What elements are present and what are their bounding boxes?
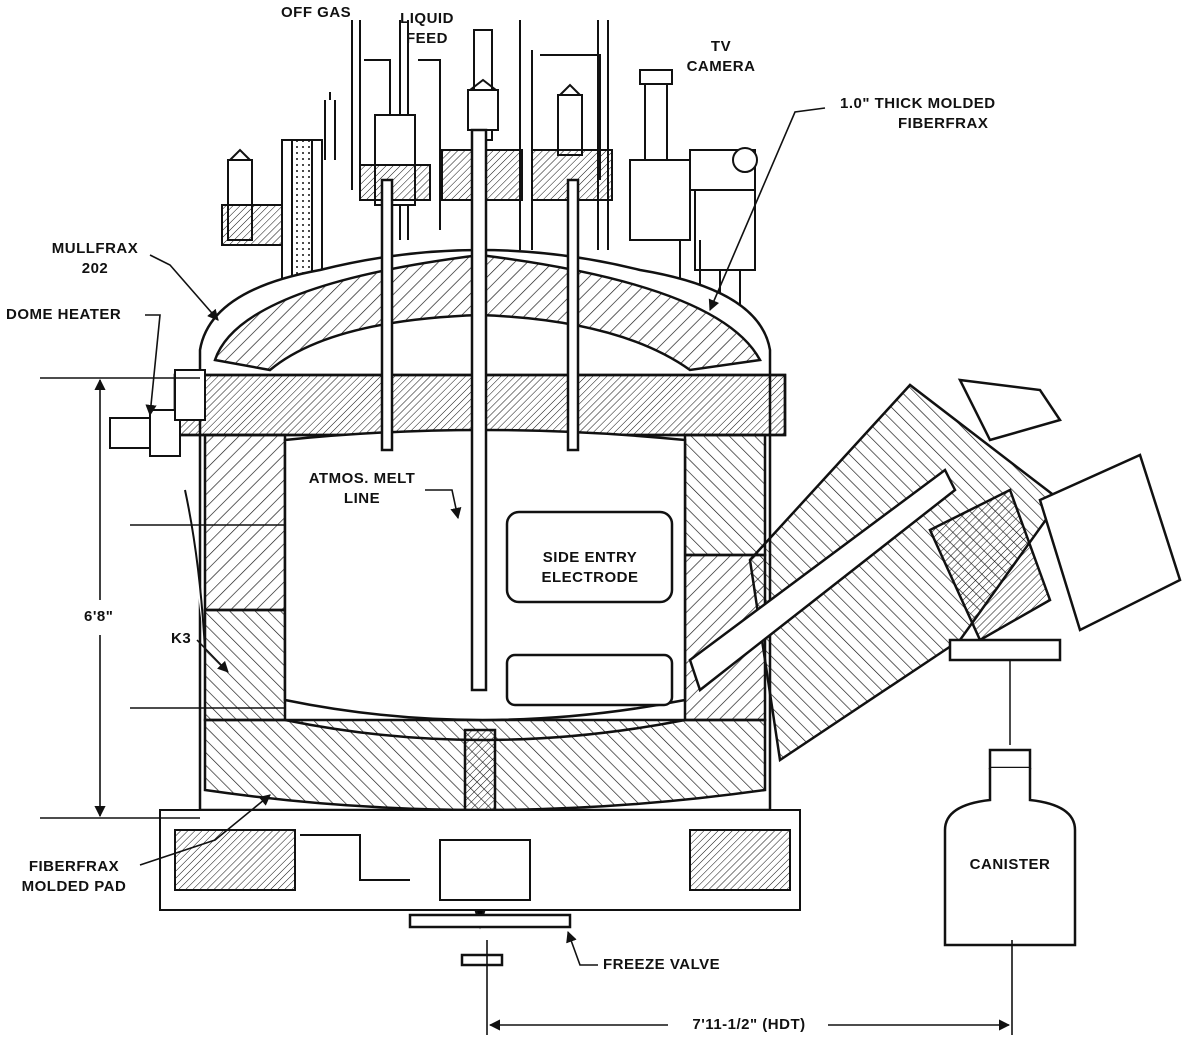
label-tv-camera-line2: CAMERA [686,58,756,75]
leader-lines [139,107,826,966]
label-liquid-feed-line1: LIQUID [400,10,454,27]
label-tv-camera-line1: TV [710,38,732,55]
canister [943,748,1077,947]
label-side-electrode-line1: SIDE ENTRY [542,549,638,566]
label-melt-line-line2: LINE [343,490,381,507]
label-fiberfrax-pad-line2: MOLDED PAD [21,878,127,895]
label-mullfrax-line1: MULLFRAX [51,240,139,257]
label-height-dimension: 6'8" [84,608,114,626]
label-dome-heater: DOME HEATER [6,306,122,323]
label-fiberfrax-thick-line1: 1.0" THICK MOLDED [840,95,996,112]
label-freeze-valve: FREEZE VALVE [603,956,721,973]
label-fiberfrax-pad-line1: FIBERFRAX [28,858,120,875]
label-k3: K3 [171,630,192,647]
dome-heater-hardware [109,369,206,651]
label-liquid-feed-line2: FEED [405,30,448,47]
label-off-gas: OFF GAS [281,4,352,21]
label-width-dimension: 7'11-1/2" (HDT) [672,1016,826,1034]
label-canister: CANISTER [969,856,1051,873]
pour-spout-assembly [688,378,1182,763]
label-melt-line-line1: ATMOS. MELT [308,470,416,487]
tv-camera-assembly [629,69,758,320]
dimension-lines [40,377,1013,1035]
label-mullfrax-line2: 202 [81,260,109,277]
label-fiberfrax-thick-line2: FIBERFRAX [898,115,989,132]
label-side-electrode-line2: ELECTRODE [541,569,639,586]
melter-base [159,809,801,911]
